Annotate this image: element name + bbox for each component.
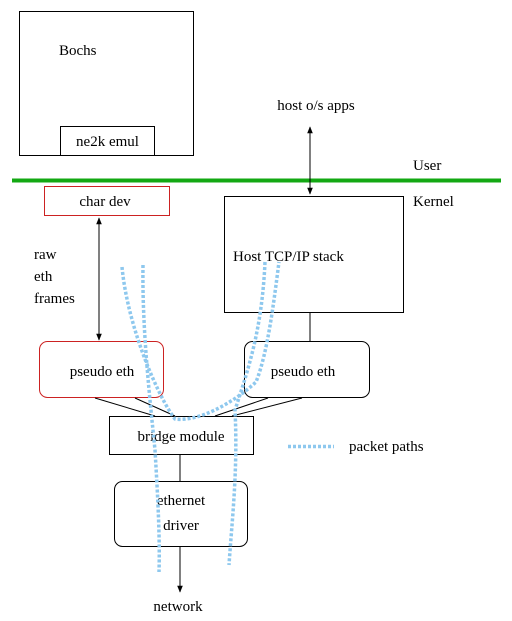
legend-packet-paths-label: packet paths bbox=[349, 439, 424, 455]
bridge-module-label: bridge module bbox=[137, 429, 224, 445]
host-tcpip-stack-box bbox=[224, 196, 404, 313]
user-label: User bbox=[413, 158, 441, 174]
bridge-link-right-outer bbox=[231, 397, 303, 417]
packet-path-center bbox=[141, 264, 162, 573]
network-label: network bbox=[153, 599, 203, 615]
eth-label: eth bbox=[34, 269, 53, 285]
host-apps-label: host o/s apps bbox=[277, 98, 355, 114]
pseudo-eth-left-box bbox=[39, 341, 164, 398]
ne2k-emul-box bbox=[60, 126, 155, 156]
kernel-label: Kernel bbox=[413, 194, 454, 210]
bridge-link-left-inner bbox=[134, 397, 176, 417]
ethernet-driver-label-line1: ethernet bbox=[157, 493, 206, 509]
pseudo-eth-right-label: pseudo eth bbox=[271, 364, 336, 380]
raw-label: raw bbox=[34, 247, 57, 263]
bridge-link-right-inner bbox=[214, 397, 269, 417]
ethernet-driver-box bbox=[114, 481, 248, 547]
packet-path-right bbox=[227, 261, 267, 566]
char-dev-label: char dev bbox=[79, 194, 131, 210]
bridge-module-box bbox=[109, 416, 254, 455]
ne2k-emul-label: ne2k emul bbox=[76, 134, 139, 150]
char-dev-box bbox=[44, 186, 170, 216]
bridge-link-left-outer bbox=[94, 397, 156, 417]
packet-path-left bbox=[120, 261, 281, 422]
ethernet-driver-label-line2: driver bbox=[163, 518, 199, 534]
bochs-label: Bochs bbox=[59, 43, 97, 59]
host-tcpip-stack-label: Host TCP/IP stack bbox=[233, 249, 344, 265]
pseudo-eth-right-box bbox=[244, 341, 370, 398]
pseudo-eth-left-label: pseudo eth bbox=[70, 364, 135, 380]
frames-label: frames bbox=[34, 291, 75, 307]
